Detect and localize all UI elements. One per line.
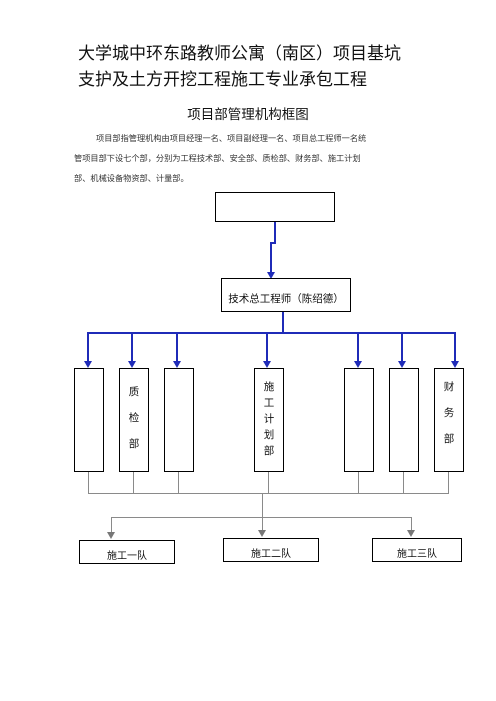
department-label: 财 务 部 xyxy=(443,381,455,445)
arrow-icon xyxy=(128,361,136,368)
connector-line xyxy=(282,312,284,334)
connector-line xyxy=(131,332,133,361)
arrow-icon xyxy=(173,361,181,368)
connector-line xyxy=(176,332,178,361)
connector-line xyxy=(262,517,263,531)
arrow-icon xyxy=(258,530,266,537)
arrow-icon xyxy=(398,361,406,368)
department-box xyxy=(74,368,104,472)
team-label: 施工二队 xyxy=(251,549,291,560)
arrow-icon xyxy=(451,361,459,368)
connector-line xyxy=(268,472,269,494)
arrow-icon xyxy=(84,361,92,368)
connector-line xyxy=(454,332,456,361)
team-label: 施工一队 xyxy=(107,551,147,562)
department-box: 财 务 部 xyxy=(434,368,464,472)
connector-line xyxy=(358,472,359,494)
connector-line xyxy=(111,517,112,533)
document-title-line-2: 支护及土方开挖工程施工专业承包工程 xyxy=(78,70,367,90)
department-label: 施 工 计 划 部 xyxy=(263,381,275,457)
connector-line xyxy=(270,242,272,272)
connector-line xyxy=(401,332,403,361)
team-label: 施工三队 xyxy=(397,549,437,560)
connector-line xyxy=(448,472,449,494)
connector-line xyxy=(270,242,276,244)
department-label: 质 检 部 xyxy=(128,386,140,450)
connector-line xyxy=(403,472,404,494)
connector-line xyxy=(411,517,412,531)
arrow-icon xyxy=(354,361,362,368)
team-box: 施工一队 xyxy=(79,540,175,564)
connector-line xyxy=(262,493,263,518)
department-box: 施 工 计 划 部 xyxy=(254,368,284,472)
connector-line xyxy=(87,332,456,334)
intro-paragraph-line: 项目部指管理机构由项目经理一名、项目副经理一名、项目总工程师一名统 xyxy=(96,133,367,143)
intro-paragraph-line: 部、机械设备物资部、计量部。 xyxy=(74,173,189,183)
connector-line xyxy=(133,472,134,494)
document-title-line-1: 大学城中环东路教师公寓（南区）项目基坑 xyxy=(78,44,401,64)
intro-paragraph-line: 管项目部下设七个部，分别为工程技术部、安全部、质检部、财务部、施工计划 xyxy=(74,153,361,163)
connector-line xyxy=(266,332,268,361)
arrow-icon xyxy=(407,530,415,537)
chief-engineer-label: 技术总工程师（陈绍德） xyxy=(228,293,344,305)
department-box xyxy=(389,368,419,472)
connector-line xyxy=(87,332,89,361)
connector-line xyxy=(88,493,449,494)
connector-line xyxy=(178,472,179,494)
intro-paragraph: 项目部指管理机构由项目经理一名、项目副经理一名、项目总工程师一名统 管项目部下设… xyxy=(74,128,434,188)
department-box: 质 检 部 xyxy=(119,368,149,472)
org-top-box xyxy=(215,192,335,222)
connector-line xyxy=(357,332,359,361)
arrow-icon xyxy=(263,361,271,368)
arrow-icon xyxy=(267,272,275,279)
team-box: 施工三队 xyxy=(372,538,462,562)
chart-subtitle: 项目部管理机构框图 xyxy=(187,107,309,123)
connector-line xyxy=(88,472,89,494)
chief-engineer-box: 技术总工程师（陈绍德） xyxy=(221,278,351,312)
arrow-icon xyxy=(107,532,115,539)
connector-line xyxy=(111,517,412,518)
connector-line xyxy=(274,222,276,243)
department-box xyxy=(344,368,374,472)
department-box xyxy=(164,368,194,472)
team-box: 施工二队 xyxy=(223,538,319,562)
